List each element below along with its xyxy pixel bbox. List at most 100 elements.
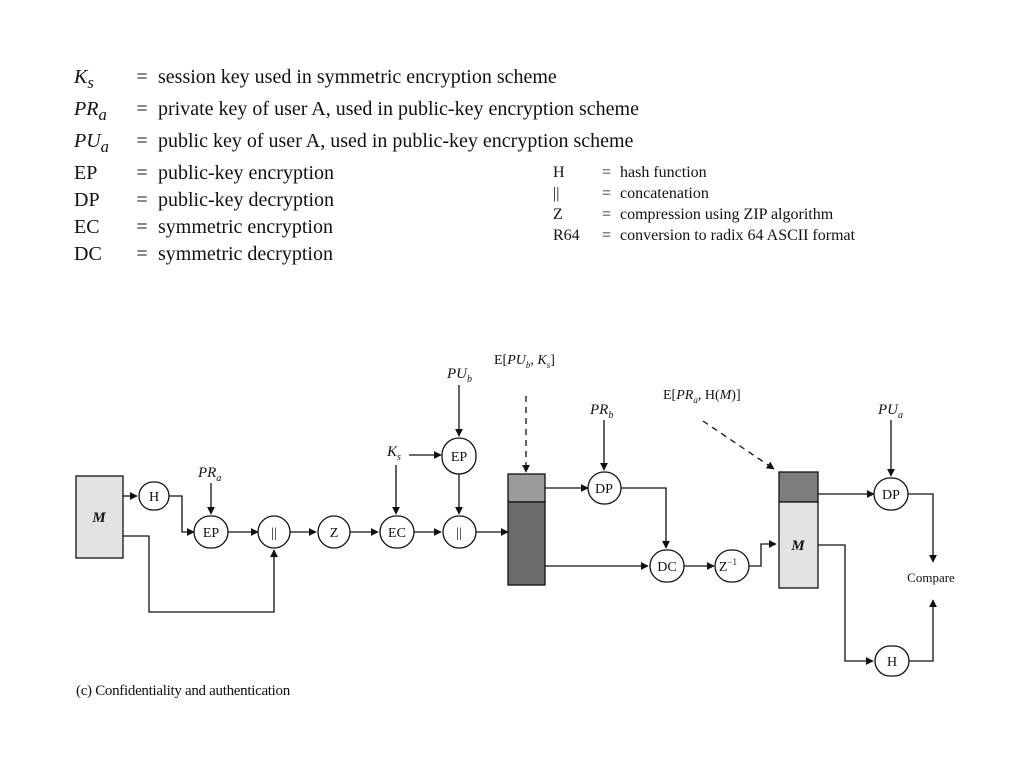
key-label-pub: PUb (446, 366, 472, 385)
legend-description: session key used in symmetric encryption… (158, 66, 557, 88)
node-label: || (271, 526, 277, 541)
legend-row: DP = public-key decryption (74, 187, 639, 214)
legend-description: hash function (620, 164, 707, 181)
legend-symbol: Ks (74, 66, 94, 92)
legend-row: R64 = conversion to radix 64 ASCII forma… (553, 225, 855, 246)
legend-description: symmetric encryption (158, 216, 333, 238)
legend-symbol: || (553, 185, 560, 202)
encrypted-package-box (507, 473, 546, 586)
node-label: H (887, 655, 897, 670)
legend-row: H = hash function (553, 162, 855, 183)
message-box-sender: M (75, 475, 124, 559)
legend-symbol: DC (74, 243, 102, 265)
message-label: M (91, 510, 106, 526)
node-label: DC (657, 560, 676, 575)
legend-description: concatenation (620, 185, 709, 202)
node-concat-1: || (257, 515, 291, 549)
node-label: H (149, 490, 159, 505)
legend-symbol: PUa (74, 130, 109, 156)
legend-equals: = (136, 98, 148, 120)
legend-symbol: H (553, 164, 565, 181)
legend-equals: = (136, 66, 148, 88)
node-ec: EC (379, 515, 415, 549)
legend-description: public key of user A, used in public-key… (158, 130, 634, 152)
legend-row: EC = symmetric encryption (74, 214, 639, 241)
legend-description: public-key decryption (158, 189, 335, 211)
node-ep-key: EP (441, 437, 477, 475)
arrow-m-to-h2 (818, 544, 874, 665)
legend-symbol: EP (74, 162, 98, 184)
legend-equals: = (136, 189, 148, 211)
node-compress: Z (317, 515, 351, 549)
legend-symbol: Z (553, 206, 563, 223)
message-box-receiver: M (778, 471, 819, 589)
key-label-prb: PRb (589, 402, 613, 421)
legend-description: public-key encryption (158, 162, 335, 184)
legend-equals: = (136, 243, 148, 265)
legend-row: Ks = session key used in symmetric encry… (74, 64, 639, 96)
legend-equals: = (601, 206, 612, 223)
legend-description: private key of user A, used in public-ke… (158, 98, 639, 120)
node-label: DP (882, 488, 900, 503)
legend-description: symmetric decryption (158, 243, 333, 265)
legend-row: Z = compression using ZIP algorithm (553, 204, 855, 225)
node-dc: DC (649, 549, 685, 583)
message-segment (778, 501, 819, 589)
node-hash-sender: H (138, 481, 170, 511)
package-key-segment (507, 473, 546, 503)
arrow-esig-dashed (702, 420, 775, 470)
package-body-segment (507, 501, 546, 586)
legend-row: PUa = public key of user A, used in publ… (74, 128, 639, 160)
legend-description: conversion to radix 64 ASCII format (620, 227, 856, 244)
node-dp-verify: DP (873, 477, 909, 511)
legend-equals: = (601, 227, 612, 244)
legend-symbol: R64 (553, 227, 580, 244)
legend-main: Ks = session key used in symmetric encry… (74, 64, 639, 268)
legend-row: DC = symmetric decryption (74, 241, 639, 268)
node-hash-receiver: H (874, 645, 910, 677)
arrow-m-to-concat (123, 535, 278, 613)
node-decompress: Z−1 (714, 549, 750, 583)
node-label: Z−1 (719, 557, 737, 575)
figure-caption: (c) Confidentiality and authentication (76, 683, 290, 699)
legend-symbol: EC (74, 216, 100, 238)
legend-description: compression using ZIP algorithm (620, 206, 834, 223)
legend-equals: = (601, 185, 612, 202)
node-label: || (456, 526, 462, 541)
node-label: Z (330, 526, 339, 541)
legend-row: || = concatenation (553, 183, 855, 204)
arrow-h2-to-compare (909, 599, 937, 662)
key-label-pra: PRa (197, 465, 221, 484)
decompress-label: Z (719, 560, 728, 575)
legend-symbol: DP (74, 189, 100, 211)
node-ep-sign: EP (193, 515, 229, 549)
legend-equals: = (136, 162, 148, 184)
node-label: EC (388, 526, 406, 541)
node-label: EP (203, 526, 220, 541)
legend-row: EP = public-key encryption (74, 160, 639, 187)
connector-lines (123, 385, 937, 665)
arrow-dp-to-dc (621, 487, 670, 549)
legend-equals: = (136, 130, 148, 152)
legend-row: PRa = private key of user A, used in pub… (74, 96, 639, 128)
node-dp-key: DP (587, 471, 622, 505)
key-label-pua: PUa (877, 402, 903, 421)
key-label-ks: Ks (386, 444, 401, 463)
node-label: EP (451, 450, 468, 465)
label-encrypted-session-key: E[PUb, Ks] (494, 353, 555, 370)
compare-label: Compare (907, 570, 955, 585)
arrow-dp-to-compare (908, 493, 937, 563)
legend-extra: H = hash function || = concatenation Z =… (553, 162, 855, 246)
signature-segment (778, 471, 819, 503)
decompress-superscript: −1 (727, 557, 737, 567)
label-signature: E[PRa, H(M)] (663, 388, 741, 405)
node-label: DP (595, 482, 613, 497)
legend-equals: = (136, 216, 148, 238)
legend-symbol: PRa (74, 98, 107, 124)
arrow-zinv-to-m (749, 540, 777, 567)
arrow-h-to-ep (169, 495, 195, 536)
legend-equals: = (601, 164, 612, 181)
received-message-label: M (790, 538, 805, 554)
node-concat-2: || (442, 515, 477, 549)
